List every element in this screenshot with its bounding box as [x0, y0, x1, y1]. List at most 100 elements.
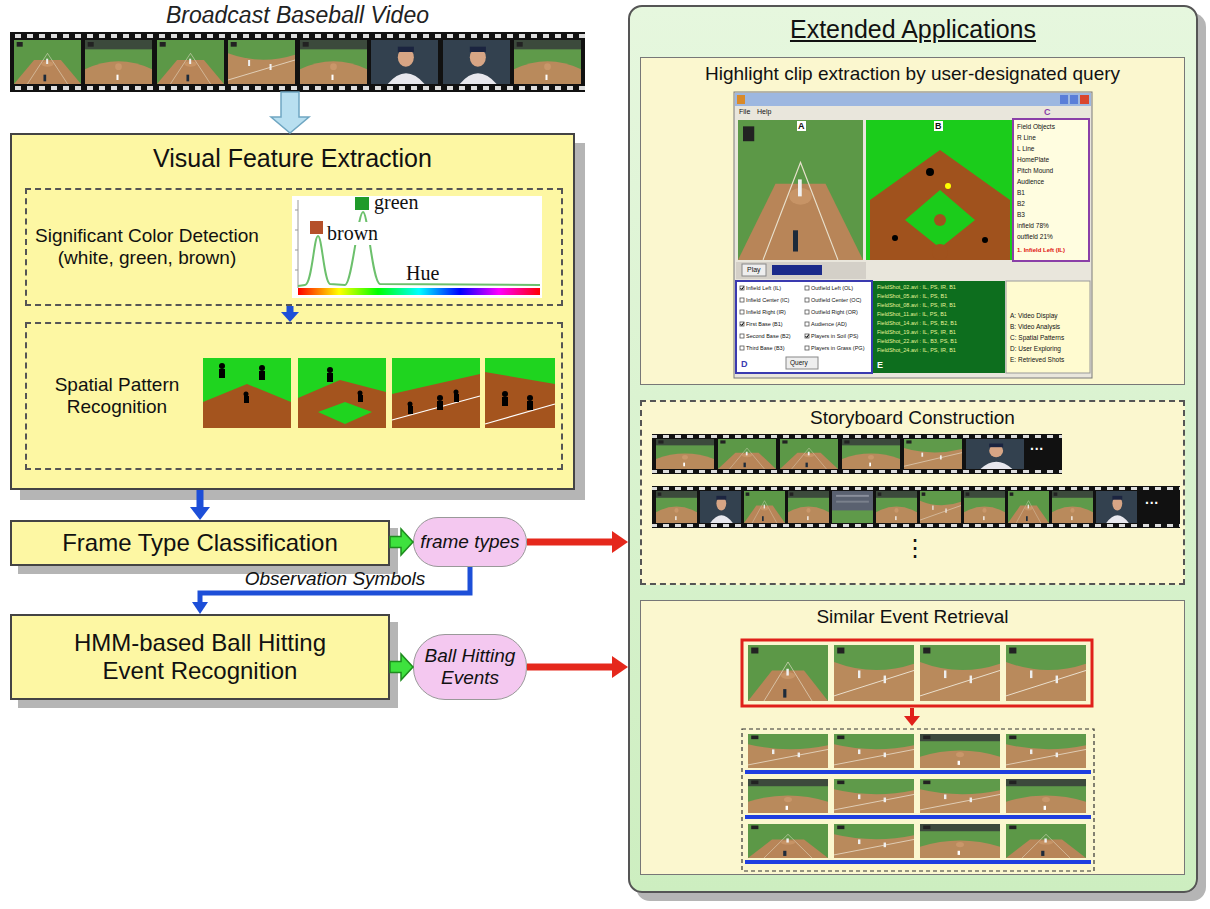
ellipsis: ··· — [1030, 441, 1044, 457]
result-line: FieldShot_24.avi : IL, PS, IR, B1 — [877, 347, 956, 353]
node-title: Visual Feature Extraction — [12, 144, 573, 173]
axis-label: Hue — [406, 262, 439, 285]
arrow-head — [612, 531, 628, 553]
node-title: Significant Color Detection (white, gree… — [33, 225, 261, 269]
result-line: FieldShot_11.avi : IL, PS, B1 — [877, 311, 947, 317]
process-box: HMM-based Ball Hitting Event Recognition — [10, 614, 390, 700]
flow-arrow — [271, 92, 309, 133]
list-item: B2 — [1017, 200, 1025, 207]
video-filmstrip-art — [443, 40, 510, 84]
list-item: Field Objects — [1017, 123, 1055, 130]
list-item: infield 78% — [1017, 222, 1049, 229]
list-item: HomePlate — [1017, 156, 1049, 163]
axis-label: green — [374, 191, 418, 214]
checkbox-label: First Base (B1) — [746, 321, 783, 327]
node-title: HMM-based Ball Hitting Event Recognition — [50, 629, 350, 684]
list-item: Audience — [1017, 178, 1044, 185]
axis-label: brown — [326, 222, 379, 245]
checkbox-label: Outfield Right (OR) — [811, 309, 858, 315]
video-filmstrip-art — [14, 40, 81, 84]
result-line: FieldShot_08.avi : IL, PS, IR, B1 — [877, 302, 956, 308]
flow-arrow — [190, 490, 210, 520]
checkbox-label: Third Base (B3) — [746, 345, 785, 351]
node-title: Ball Hitting Events — [414, 645, 526, 689]
legend-line: E: Retrieved Shots — [1010, 356, 1064, 363]
list-item: B1 — [1017, 189, 1025, 196]
result-line: FieldShot_22.avi : IL, B3, PS, B1 — [877, 338, 957, 344]
edge-label: Observation Symbols — [245, 568, 426, 590]
menu-item: File — [739, 108, 750, 116]
checkbox-label: Second Base (B2) — [746, 333, 791, 339]
callout-letter: C — [1044, 107, 1051, 117]
result-line: FieldShot_14.avi : IL, PS, B2, B1 — [877, 320, 957, 326]
checkbox-label: Outfield Left (OL) — [811, 285, 853, 291]
node-title: frame types — [420, 531, 519, 553]
node-title: Broadcast Baseball Video — [10, 2, 585, 28]
video-filmstrip-art — [10, 32, 585, 92]
result-line: FieldShot_05.avi : IL, PS, B1 — [877, 293, 947, 299]
button-label: Play — [747, 266, 761, 274]
button-label: Query — [790, 359, 808, 366]
output-pill: Ball Hitting Events — [413, 634, 527, 700]
node-title: Frame Type Classification — [62, 529, 338, 557]
checkbox-label: Players in Grass (PG) — [811, 345, 864, 351]
node-title: Extended Applications — [630, 15, 1196, 44]
dashed-subprocess-box: Spatial Pattern Recognition — [25, 322, 563, 470]
arrow-head — [190, 507, 210, 520]
block-arrow — [390, 654, 413, 680]
dashed-subprocess-box: Significant Color Detection (white, gree… — [25, 188, 563, 306]
legend-line: D: User Exploring — [1010, 345, 1061, 352]
list-item: Pitch Mound — [1017, 167, 1053, 174]
ellipsis: ⋮ — [903, 534, 927, 562]
node-title: Spatial Pattern Recognition — [33, 374, 201, 418]
arrow-line — [197, 490, 204, 507]
video-filmstrip-art — [10, 86, 585, 90]
node-title: Similar Event Retrieval — [641, 606, 1184, 628]
result-line: FieldShot_02.avi : IL, PS, IR, B1 — [877, 284, 956, 290]
flow-arrow — [527, 656, 628, 678]
result-line: FieldShot_19.avi : IL, PS, IR, B1 — [877, 329, 956, 335]
arrow-head — [192, 602, 208, 614]
process-box: Visual Feature ExtractionSignificant Col… — [10, 133, 575, 490]
callout-letter: E — [877, 360, 883, 370]
block-arrow — [271, 92, 309, 133]
checkbox-label: Players in Soil (PS) — [811, 333, 858, 339]
legend-line: A: Video Display — [1010, 312, 1058, 319]
checkbox-label: Infield Right (IR) — [746, 309, 786, 315]
video-filmstrip-art — [514, 40, 581, 84]
arrow-line — [527, 539, 612, 546]
legend-line: C: Spatial Patterns — [1010, 334, 1064, 341]
video-filmstrip-art — [157, 40, 224, 84]
flow-arrow — [390, 654, 413, 680]
video-filmstrip-art — [300, 40, 367, 84]
application-box: Similar Event Retrieval — [640, 600, 1185, 875]
video-filmstrip-art — [10, 34, 585, 38]
process-box: Frame Type Classification — [10, 520, 390, 566]
checkbox-label: Audience (AD) — [811, 321, 847, 327]
video-filmstrip-art — [10, 32, 585, 92]
checkbox-label: Infield Center (IC) — [746, 297, 789, 303]
callout-letter: A — [797, 121, 806, 131]
arrow-line — [200, 567, 470, 602]
output-pill: frame types — [413, 517, 527, 567]
video-filmstrip-art — [371, 40, 438, 84]
callout-letter: D — [741, 359, 748, 369]
checkbox-label: Infield Left (IL) — [746, 285, 781, 291]
menu-item: Help — [757, 108, 771, 116]
flow-arrow — [390, 529, 413, 555]
node-title: Highlight clip extraction by user-design… — [641, 63, 1184, 85]
ellipsis: ··· — [1145, 495, 1159, 511]
application-panel: Extended ApplicationsHighlight clip extr… — [628, 5, 1198, 893]
arrow-head — [612, 656, 628, 678]
block-arrow — [390, 529, 413, 555]
flow-arrow — [192, 567, 470, 614]
checkbox-label: Outfield Center (OC) — [811, 297, 861, 303]
list-item: B3 — [1017, 211, 1025, 218]
callout-letter: B — [934, 121, 943, 131]
list-item: R Line — [1017, 134, 1036, 141]
list-item: L Line — [1017, 145, 1034, 152]
video-filmstrip-art — [85, 40, 152, 84]
list-item: outfield 21% — [1017, 233, 1053, 240]
video-filmstrip-art — [228, 40, 295, 84]
arrow-line — [527, 664, 612, 671]
